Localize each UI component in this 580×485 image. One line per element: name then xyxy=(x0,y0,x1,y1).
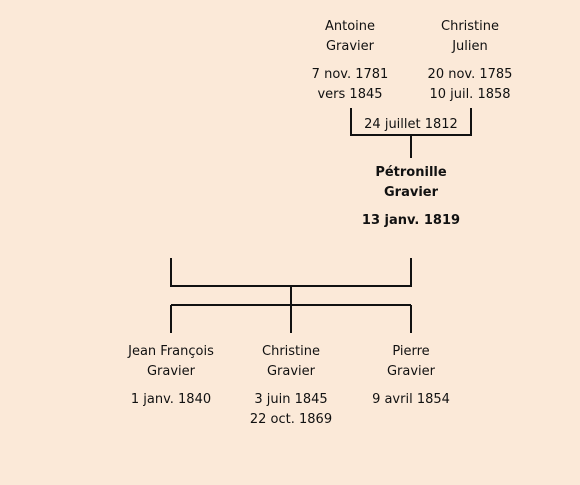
child-card-3[interactable]: Pierre Gravier 9 avril 1854 xyxy=(341,342,481,410)
mother-last-name: Julien xyxy=(452,39,488,54)
child-2-death-date: 22 oct. 1869 xyxy=(249,412,333,427)
father-dates: 7 nov. 1781 vers 1845 xyxy=(280,65,420,105)
child-2-birth-date: 3 juin 1845 xyxy=(254,392,328,407)
mother-birth-date: 20 nov. 1785 xyxy=(427,67,513,82)
child-2-dates: 3 juin 1845 22 oct. 1869 xyxy=(221,390,361,430)
child-card-2[interactable]: Christine Gravier 3 juin 1845 22 oct. 18… xyxy=(221,342,361,430)
child-1-first-name: Jean François xyxy=(128,344,214,359)
parents-marriage-date: 24 juillet 1812 xyxy=(364,117,458,132)
father-first-name: Antoine xyxy=(324,19,376,34)
child-1-birth-date: 1 janv. 1840 xyxy=(130,392,212,407)
subject-marriage-bracket xyxy=(170,258,412,287)
mother-death-date: 10 juil. 1858 xyxy=(429,87,511,102)
subject-first-name: Pétronille xyxy=(375,165,447,180)
mother-card[interactable]: Christine Julien 20 nov. 1785 10 juil. 1… xyxy=(400,17,540,105)
subject-card[interactable]: Pétronille Gravier 13 janv. 1819 xyxy=(341,163,481,231)
mother-dates: 20 nov. 1785 10 juil. 1858 xyxy=(400,65,540,105)
subject-birth-date: 13 janv. 1819 xyxy=(361,213,461,228)
child-3-last-name: Gravier xyxy=(386,364,436,379)
subject-dates: 13 janv. 1819 xyxy=(341,211,481,231)
child-1-dates: 1 janv. 1840 xyxy=(101,390,241,410)
subject-last-name: Gravier xyxy=(383,185,438,200)
child-2-last-name: Gravier xyxy=(266,364,316,379)
father-card[interactable]: Antoine Gravier 7 nov. 1781 vers 1845 xyxy=(280,17,420,105)
child-3-first-name: Pierre xyxy=(392,344,430,359)
father-birth-date: 7 nov. 1781 xyxy=(311,67,389,82)
child-2-first-name: Christine xyxy=(262,344,320,359)
mother-first-name: Christine xyxy=(441,19,499,34)
child-3-birth-date: 9 avril 1854 xyxy=(372,392,450,407)
father-death-date: vers 1845 xyxy=(317,87,383,102)
father-last-name: Gravier xyxy=(325,39,375,54)
child-3-dates: 9 avril 1854 xyxy=(341,390,481,410)
child-1-last-name: Gravier xyxy=(146,364,196,379)
child-card-1[interactable]: Jean François Gravier 1 janv. 1840 xyxy=(101,342,241,410)
